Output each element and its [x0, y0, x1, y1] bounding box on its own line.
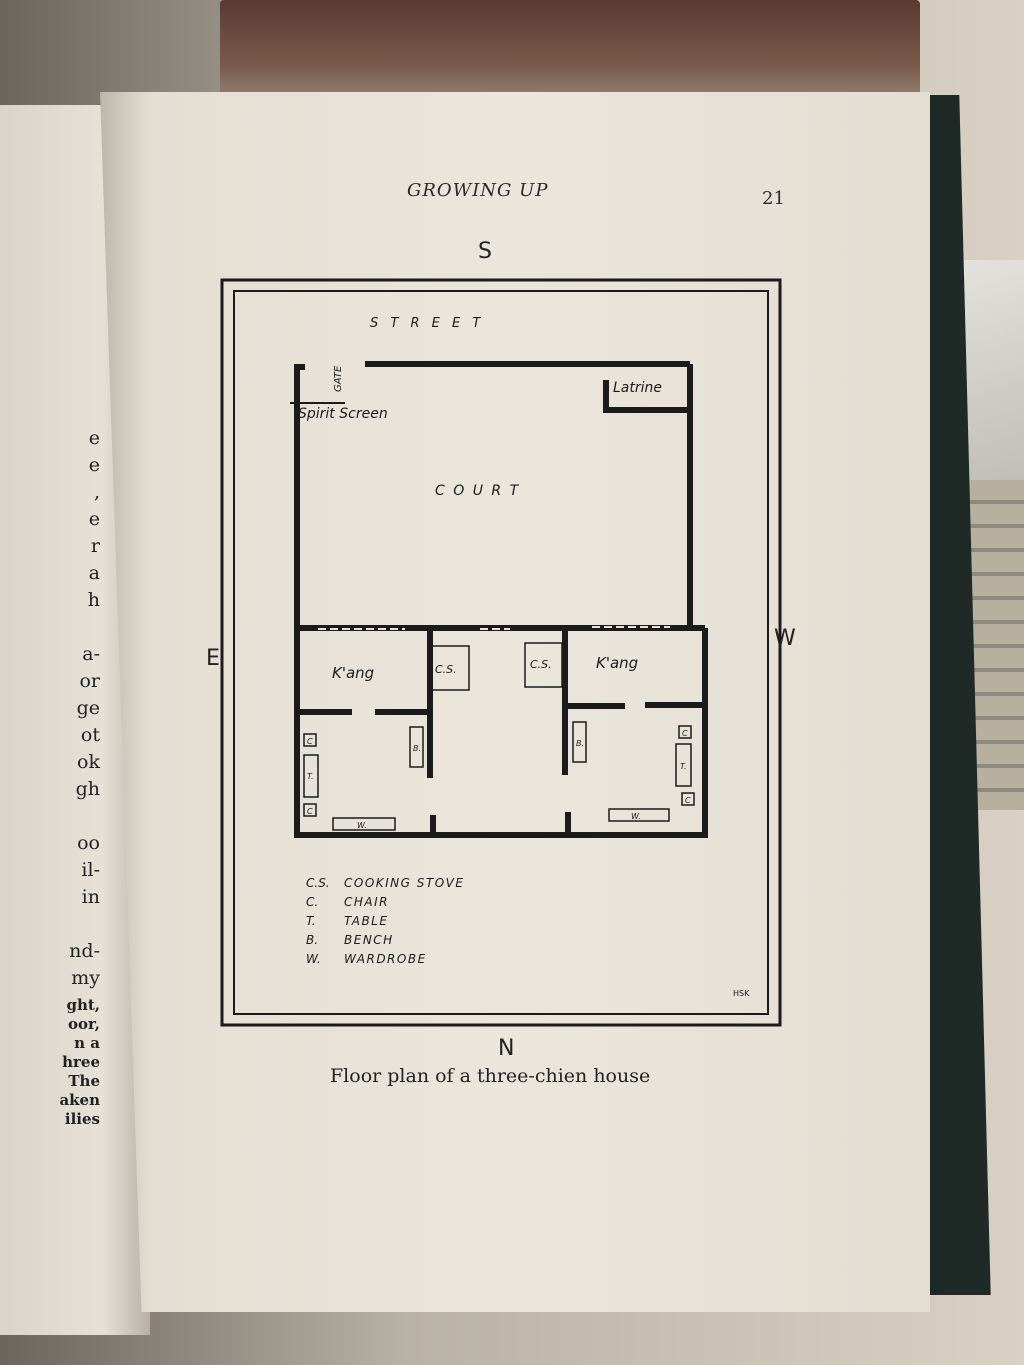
left-page-line: oo [77, 832, 100, 854]
left-page-line: ge [76, 697, 100, 719]
label-kang-left: K'ang [332, 664, 374, 682]
label-wardrobe: W. [357, 821, 367, 830]
left-page-line: hree [62, 1053, 100, 1071]
left-page-line: n a [74, 1034, 100, 1052]
legend-key: T. [306, 914, 316, 928]
artist-initials: HSK [733, 989, 750, 998]
left-page-line: ght, [66, 996, 100, 1014]
label-chair: C [682, 729, 688, 738]
left-page-line: e [88, 427, 100, 449]
left-page-line: r [90, 535, 100, 557]
left-page-line: oor, [67, 1015, 100, 1033]
label-cs-right: C.S. [530, 658, 552, 671]
running-head: GROWING UP [407, 180, 549, 201]
label-table: T. [680, 762, 686, 771]
compass-east: E [206, 646, 220, 671]
legend-value: CHAIR [344, 895, 389, 909]
walls [294, 361, 708, 838]
label-court: C O U R T [435, 483, 520, 499]
left-page-line: aken [59, 1091, 100, 1109]
left-page-line: il- [81, 859, 100, 881]
label-gate: GATE [333, 365, 344, 392]
left-page-line: my [71, 967, 100, 989]
left-page-line: gh [75, 778, 100, 800]
left-page-line: nd- [69, 940, 100, 962]
left-page-line: The [68, 1072, 100, 1090]
label-wardrobe: W. [631, 812, 641, 821]
legend-key: C.S. [306, 876, 330, 890]
label-chair: C [307, 807, 313, 816]
compass-west: W [774, 626, 796, 651]
left-page-line: ilies [64, 1110, 100, 1128]
left-page-line: e [88, 508, 100, 530]
label-bench: B. [576, 739, 584, 748]
left-page-line: ok [77, 751, 100, 773]
label-kang-right: K'ang [596, 654, 638, 672]
label-table: T. [307, 772, 313, 781]
legend-value: BENCH [344, 933, 394, 947]
compass-north: N [498, 1036, 514, 1061]
legend-key: C. [306, 895, 318, 909]
legend-key: W. [306, 952, 321, 966]
legend: C.S. COOKING STOVE C. CHAIR T. TABLE B. BENCH W.… [306, 876, 464, 966]
label-latrine: Latrine [613, 380, 662, 396]
label-cs-left: C.S. [435, 663, 457, 676]
left-page-line: , [93, 481, 100, 503]
compass-south: S [478, 239, 492, 264]
label-chair: C [685, 796, 691, 805]
furniture [303, 642, 695, 831]
label-spirit-screen: Spirit Screen [298, 406, 388, 422]
left-page-line: a- [82, 643, 100, 665]
outer-border [220, 278, 782, 1027]
left-page-line: or [79, 670, 100, 692]
legend-value: WARDROBE [344, 952, 427, 966]
label-street: S T R E E T [370, 316, 484, 331]
left-page-line: ot [80, 724, 100, 746]
right-page [100, 92, 930, 1312]
legend-key: B. [306, 933, 318, 947]
left-page-line: a [88, 562, 100, 584]
left-page-line: e [88, 454, 100, 476]
left-page-line: in [81, 886, 100, 908]
windows [318, 626, 670, 630]
legend-value: TABLE [344, 914, 388, 928]
left-page-line: h [87, 589, 100, 611]
figure-caption: Floor plan of a three-chien house [330, 1065, 651, 1087]
inner-border [233, 290, 769, 1015]
stacked-books [220, 0, 920, 110]
page-number: 21 [762, 188, 785, 209]
label-chair: C [307, 737, 313, 746]
label-bench: B. [413, 744, 421, 753]
legend-value: COOKING STOVE [344, 876, 464, 890]
